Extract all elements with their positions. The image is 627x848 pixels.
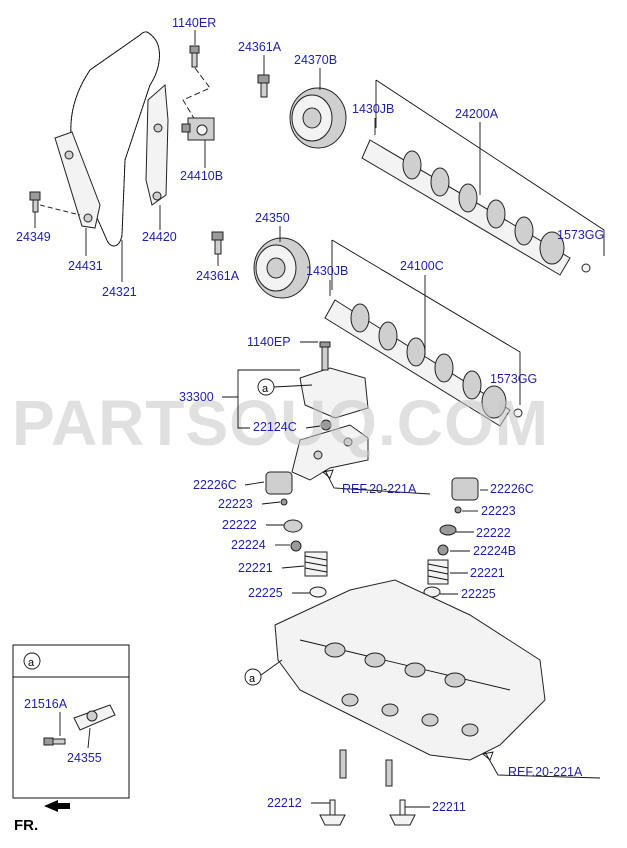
label-1573gg-mid: 1573GG [490,372,537,386]
label-22223-right: 22223 [481,504,516,518]
label-24321: 24321 [102,285,137,299]
chain-tensioner-arm [145,83,169,206]
svg-text:a: a [262,383,269,395]
callout-a-head: a [244,659,283,686]
arrow-left-icon [44,800,70,812]
callout-a-main: a [257,378,313,396]
label-1430jb-top: 1430JB [352,102,394,116]
label-22226c-right: 22226C [490,482,534,496]
label-22223-left: 22223 [218,497,253,511]
label-24370b: 24370B [294,53,337,67]
valve-22211 [385,759,416,826]
label-24420: 24420 [142,230,177,244]
oil-feed-bracket [291,424,369,481]
label-1430jb-mid: 1430JB [306,264,348,278]
front-label: FR. [14,817,38,834]
label-21516a: 21516A [24,697,68,711]
cylinder-head [274,579,546,761]
label-24431: 24431 [68,259,103,273]
label-1140er: 1140ER [172,16,216,30]
ref-top-label[interactable]: REF.20-221A [342,482,417,496]
bolt-24349 [29,191,41,213]
valve-stack-right [423,477,479,598]
camshaft-24200a [361,139,591,276]
label-1140ep: 1140EP [247,335,291,349]
spring-right [427,559,449,585]
watermark: PARTSOUQ.COM [12,387,549,459]
inset-box: a 21516A 24355 [12,644,130,799]
label-33300: 33300 [179,390,214,404]
label-22211: 22211 [432,800,466,814]
ref-bottom-label[interactable]: REF.20-221A [508,765,583,779]
label-22212: 22212 [267,796,302,810]
label-24410b: 24410B [180,169,223,183]
bolt-21516a [43,737,66,746]
callout-a-box: a [28,657,35,669]
bolt-24361a-top [257,74,270,98]
valve-stack-left [265,471,328,598]
label-22224: 22224 [231,538,266,552]
label-22224b: 22224B [473,544,516,558]
label-22225-right: 22225 [461,587,496,601]
label-22221-left: 22221 [238,561,273,575]
label-24355: 24355 [67,751,102,765]
label-24361a-mid: 24361A [196,269,240,283]
label-24350: 24350 [255,211,290,225]
label-22221-right: 22221 [470,566,505,580]
label-22225-left: 22225 [248,586,283,600]
valve-22212 [319,749,347,826]
label-1573gg-top: 1573GG [557,228,604,242]
bolt-24361a-mid [211,231,224,255]
oil-control-solenoid [73,704,116,731]
chain-tensioner [181,117,215,141]
bolt-1140er [189,45,200,68]
label-24200a: 24200A [455,107,499,121]
oil-control-valve-33300 [299,341,369,431]
ref-bottom[interactable]: REF.20-221A [482,751,601,779]
label-24349: 24349 [16,230,51,244]
svg-text:a: a [249,673,256,685]
label-24100c: 24100C [400,259,444,273]
chain-guide-left [54,131,101,229]
label-22124c: 22124C [253,420,297,434]
sprocket-24370b [289,87,347,149]
ref-top[interactable]: REF.20-221A [322,469,431,496]
camshaft-24100c [324,299,523,427]
label-22222-left: 22222 [222,518,257,532]
sprocket-24350 [253,237,311,299]
label-24361a-top: 24361A [238,40,282,54]
spring-left [304,551,328,577]
label-22222-right: 22222 [476,526,511,540]
label-22226c-left: 22226C [193,478,237,492]
